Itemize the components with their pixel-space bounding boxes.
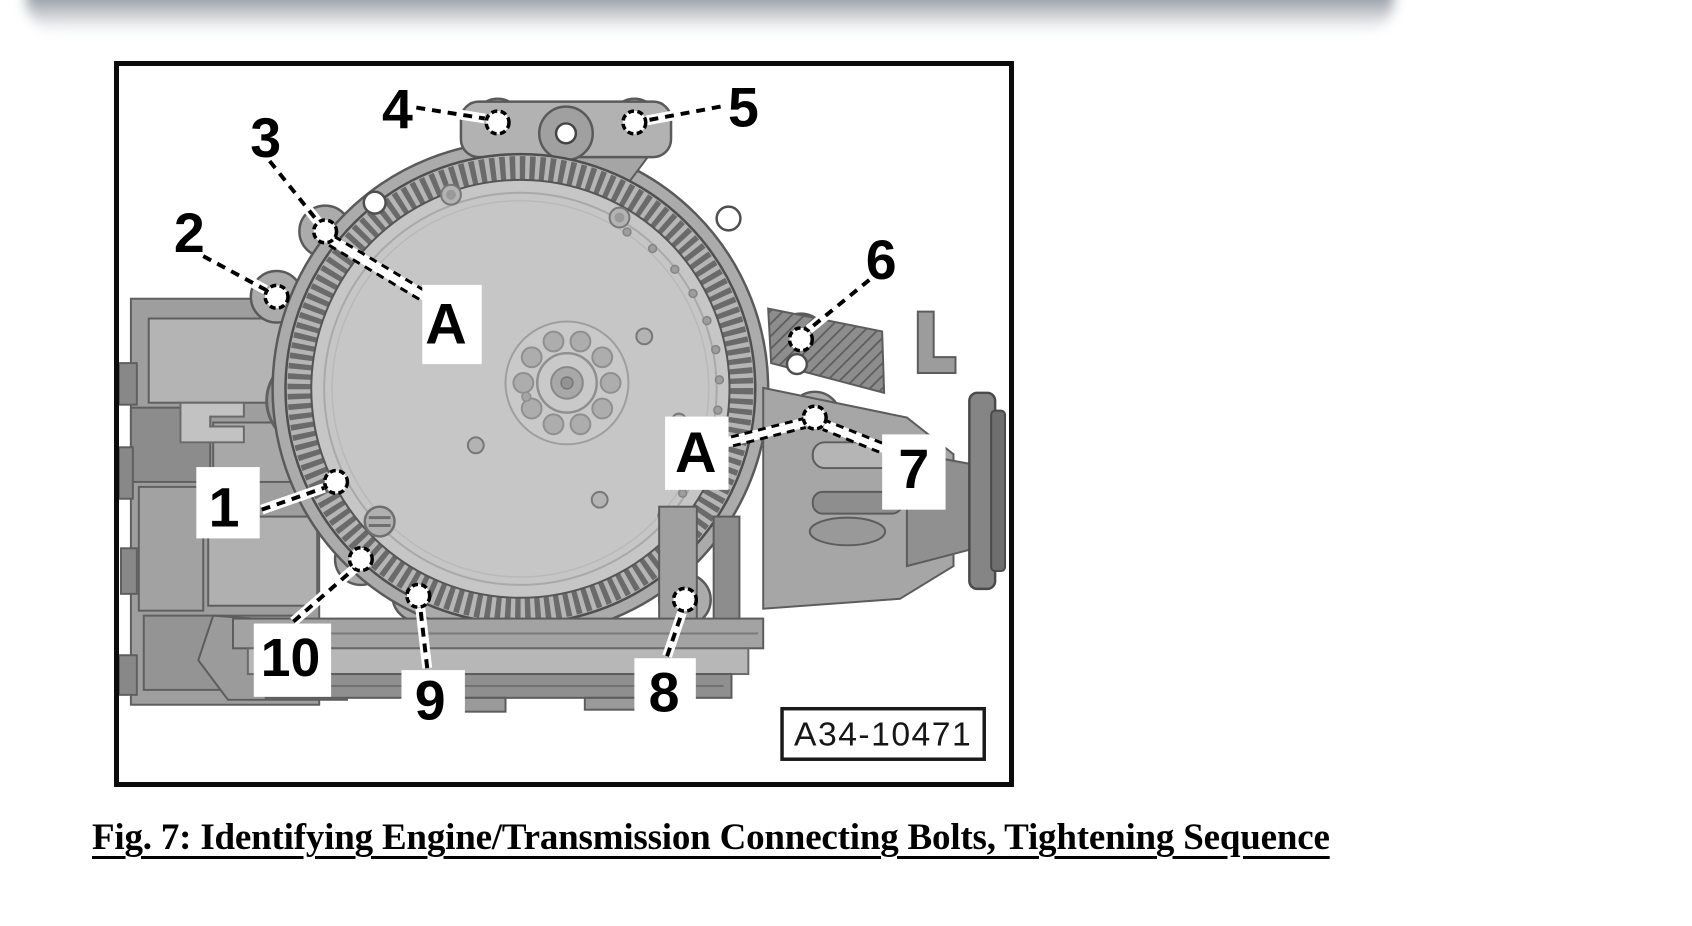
callout-8: 8 [649,662,680,724]
callout-5: 5 [728,76,759,138]
callout-a-right: A [675,421,717,485]
callout-1: 1 [209,477,240,539]
callout-10: 10 [261,629,321,688]
leader-9 [418,607,430,669]
bolt-markers [263,109,828,613]
flexplate-fasteners [363,183,687,538]
bolt-marker-9 [405,582,432,609]
callout-4: 4 [382,78,413,140]
callout-2: 2 [174,202,205,264]
figure-caption: Fig. 7: Identifying Engine/Transmission … [92,817,1330,858]
leader-8 [665,612,684,657]
callout-3: 3 [250,107,281,169]
leader-7-top [825,419,896,450]
leader-a-left-top [333,235,429,295]
leader-1 [261,486,325,512]
leader-7-bot [822,428,893,459]
leader-a-left-bot [328,243,425,303]
leader-5 [645,104,721,123]
flexplate-hub [504,320,630,446]
leader-a-right-bot [719,426,807,451]
bolt-marker-3 [312,218,339,245]
bolt-marker-8 [671,586,699,613]
figure-ref-box: A34-10471 [780,706,986,761]
bolt-marker-5 [621,109,648,136]
callout-a-left: A [425,292,467,356]
bolt-marker-6 [787,326,815,353]
bolt-marker-10 [347,546,374,573]
leader-3 [268,159,322,226]
leader-lines [200,101,896,669]
figure-7-image: 1 2 3 4 5 6 7 8 9 10 A A A34-10471 [114,61,1014,787]
bolt-marker-2 [263,283,290,310]
callout-7: 7 [898,438,929,500]
leader-a-right-top [717,417,805,442]
bolt-marker-1 [322,468,350,496]
casting-holes [362,190,809,376]
bolt-marker-4 [484,109,511,136]
figure-ref-code: A34-10471 [794,716,972,753]
leader-2 [202,254,267,292]
browser-toolbar-shadow [26,0,1394,32]
transmission-diagram: 1 2 3 4 5 6 7 8 9 10 A A A34-10471 [119,76,1007,761]
leader-10 [292,566,357,624]
leader-4 [416,105,486,121]
leader-6 [807,278,871,331]
bolt-marker-7 [801,404,828,431]
callout-labels: 1 2 3 4 5 6 7 8 9 10 A A [174,76,946,732]
callout-9: 9 [415,670,446,732]
callout-6: 6 [866,229,897,291]
